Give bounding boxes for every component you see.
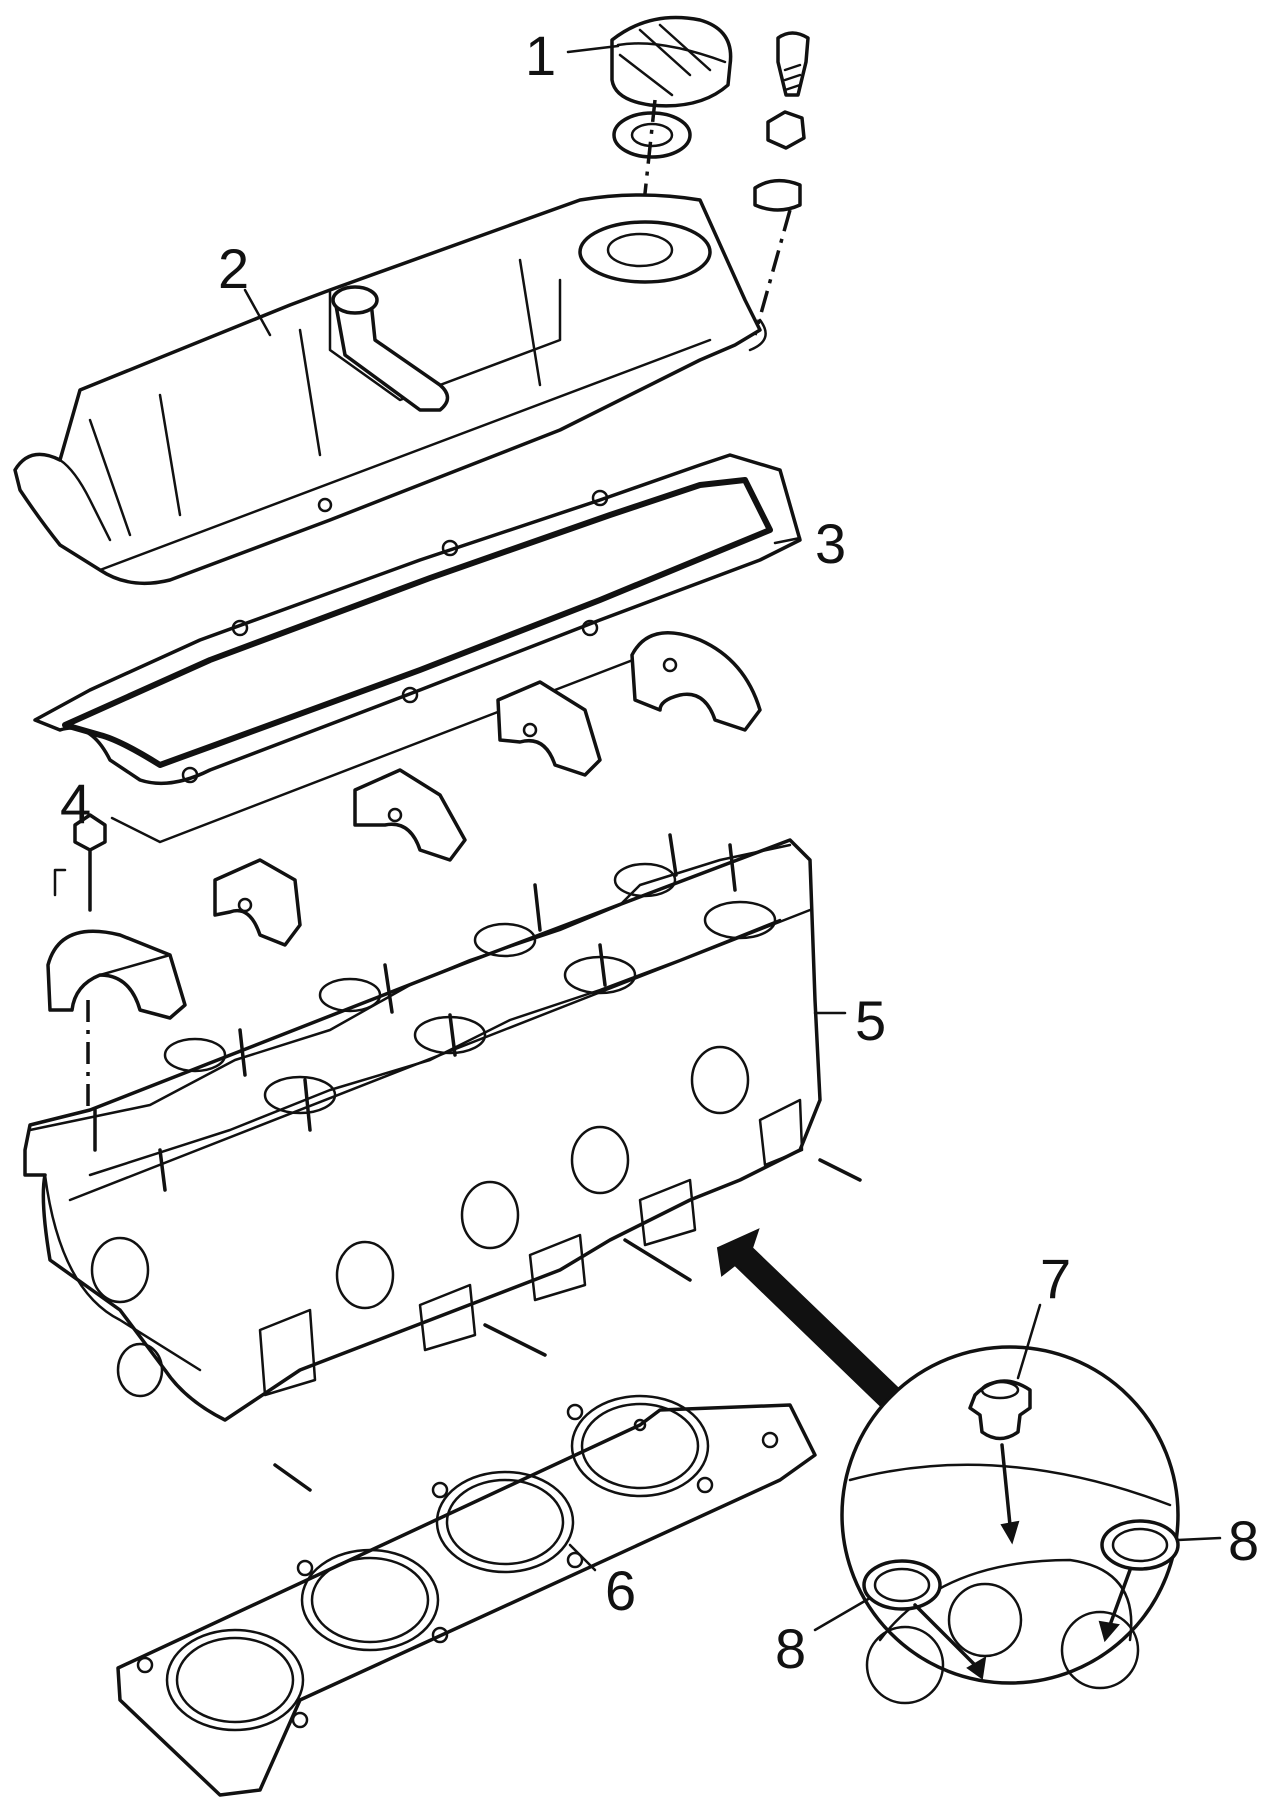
head-gasket [116,1394,817,1797]
callout-6-label: 6 [605,1559,636,1622]
detail-arrow [716,1228,907,1412]
callout-3-label: 3 [815,512,846,575]
cover-bolt-hardware [753,31,810,336]
cylinder-head [23,833,862,1492]
callout-8a-label: 8 [775,1617,806,1680]
callout-3-leader [773,536,802,545]
callout-5-label: 5 [855,989,886,1052]
callout-8a-leader [813,1596,872,1632]
valve-cover [13,193,767,586]
callout-1-label: 1 [525,24,556,87]
callout-8b-label: 8 [1228,1509,1259,1572]
callout-1-leader [566,44,620,54]
callout-2-leader [243,288,272,337]
callout-7-label: 7 [1040,1247,1071,1310]
callout-4-label: 4 [60,772,91,835]
detail-magnifier [840,1345,1180,1705]
camshaft-bearing-caps [46,631,762,1020]
callout-2-label: 2 [218,237,249,300]
valve-cover-gasket [33,453,802,786]
oil-filler-cap [610,15,733,159]
callout-6-leader [568,1543,597,1572]
callout-7-leader [1016,1303,1042,1380]
callout-8b-leader [1176,1536,1222,1542]
bearing-cap-bolt [53,813,107,1110]
